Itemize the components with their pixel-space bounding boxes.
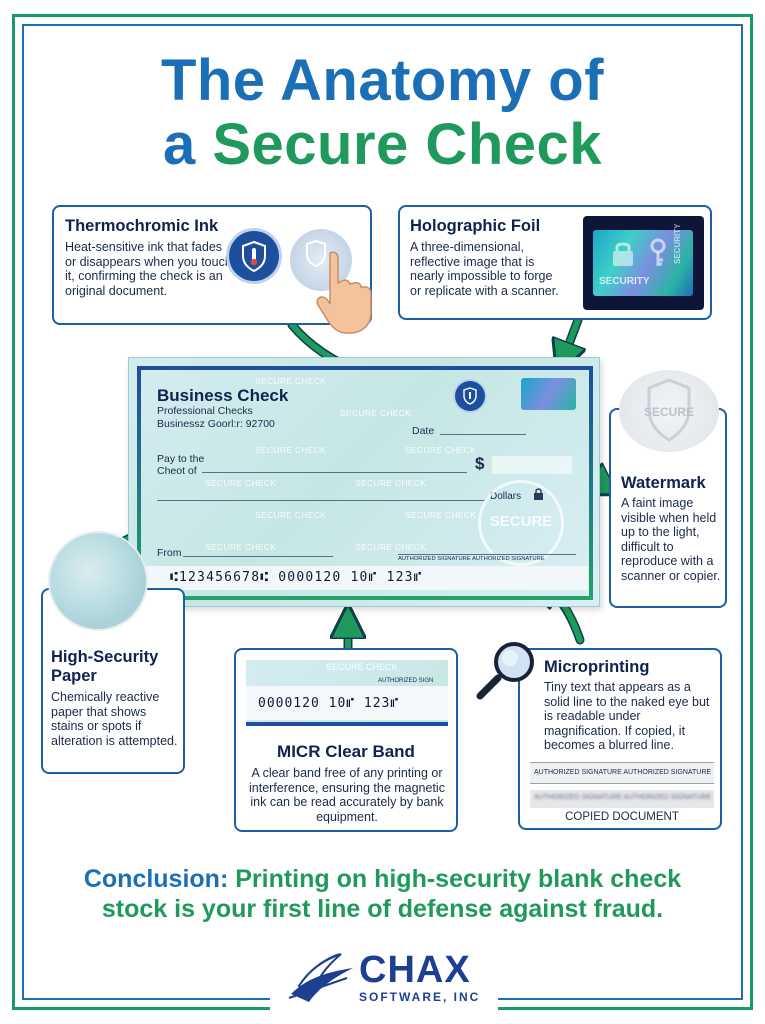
conclusion-label: Conclusion: [83, 865, 229, 893]
signature-line [398, 554, 576, 555]
page-title-line2: a Secure Check [0, 114, 765, 176]
hologram-label-left: SECURITY [599, 276, 650, 287]
check-dollar-sign: $ [475, 454, 485, 473]
conclusion-text-1: Printing on high-security blank check [228, 865, 682, 893]
paper-box: High-Security Paper Chemically reactive … [41, 588, 185, 774]
check-watermark-text: SECURE CHECK [205, 478, 277, 488]
watermark-seal-icon: SECURE [619, 370, 719, 452]
check-watermark-text: SECURE CHECK [355, 542, 427, 552]
check-watermark-seal: SECURE [478, 480, 564, 566]
page-title-line1: The Anatomy of [160, 48, 605, 113]
thermometer-shield-icon [229, 231, 279, 281]
check-date-label: Date [412, 425, 435, 437]
hologram-image: SECURITY SECURITY [583, 216, 704, 310]
amount-box [492, 456, 572, 474]
micr-sample-band [246, 686, 448, 720]
check-title: Business Check [157, 386, 289, 405]
micr-text: A clear band free of any printing or int… [249, 766, 445, 824]
micr-sample-signature: AUTHORIZED SIGN [378, 678, 434, 684]
microprint-blur-text: AUTHORIZED SIGNATURE AUTHORIZED SIGNATUR… [534, 794, 712, 801]
micr-sample-watermark: SECURE CHECK [326, 662, 398, 672]
holographic-heading: Holographic Foil [410, 217, 541, 235]
payee-line [202, 472, 467, 473]
hologram-label-right: SECURITY [673, 223, 682, 264]
check-watermark-text: SECURE CHECK [205, 542, 277, 552]
from-line [183, 556, 333, 557]
check-signature-microprint: AUTHORIZED SIGNATURE AUTHORIZED SIGNATUR… [398, 556, 545, 562]
paper-texture-icon [50, 533, 146, 629]
check-watermark-text: SECURE CHECK [405, 510, 477, 520]
page-title-highlight: Secure Check [212, 112, 603, 177]
holographic-box: Holographic Foil A three-dimensional, re… [398, 205, 712, 320]
microprint-clear-sample: AUTHORIZED SIGNATURE AUTHORIZED SIGNATUR… [530, 762, 714, 784]
watermark-text: A faint image visible when held up to th… [621, 496, 721, 583]
paper-text: Chemically reactive paper that shows sta… [51, 690, 178, 748]
watermark-seal-text: SECURE [643, 405, 694, 419]
micr-sample: SECURE CHECK AUTHORIZED SIGN 0000120 10⑈… [246, 660, 448, 726]
thermochromic-box: Thermochromic Ink Heat-sensitive ink tha… [52, 205, 372, 334]
check-watermark-text: SECURE CHECK [340, 408, 412, 418]
check-watermark-text: SECURE CHECK [255, 510, 327, 520]
key-icon [650, 238, 666, 266]
magnifying-glass-icon [476, 642, 534, 700]
hand-pointer-icon [316, 251, 372, 334]
thermochromic-heading: Thermochromic Ink [65, 217, 219, 235]
check-pay-label: Pay to the Cheot of [157, 453, 205, 477]
check-from-label: From [157, 547, 182, 559]
check-watermark-text: SECURE CHECK [405, 445, 477, 455]
microprint-clear-text: AUTHORIZED SIGNATURE AUTHORIZED SIGNATUR… [534, 769, 712, 776]
micr-band [141, 566, 588, 590]
copied-document-label: COPIED DOCUMENT [565, 811, 679, 823]
conclusion-line2: stock is your first line of defense agai… [101, 895, 664, 923]
date-line [440, 434, 526, 435]
amount-words-line [157, 500, 485, 501]
watermark-heading: Watermark [621, 474, 706, 492]
conclusion-line1: Conclusion: Printing on high-security bl… [0, 864, 765, 894]
micr-sample-numbers: 0000120 10⑈ 123⑈ [258, 696, 400, 711]
check-watermark-text: SECURE CHECK [355, 478, 427, 488]
micr-heading: MICR Clear Band [277, 742, 415, 761]
logo-subtitle: SOFTWARE, INC [359, 990, 481, 1004]
paper-heading: High-Security Paper [51, 648, 159, 685]
check-seal-text: SECURE [489, 513, 553, 530]
check-thermo-icon [455, 381, 485, 411]
page-title-prefix: a [162, 112, 213, 177]
logo-name: CHAX [359, 949, 471, 991]
micr-box: SECURE CHECK AUTHORIZED SIGN 0000120 10⑈… [234, 648, 458, 832]
chax-logo-mark [288, 953, 353, 1002]
check-hologram [521, 378, 576, 410]
padlock-icon [613, 242, 633, 266]
check-watermark-text: SECURE CHECK [255, 445, 327, 455]
microprinting-heading: Microprinting [544, 658, 650, 676]
microprint-blur-sample: AUTHORIZED SIGNATURE AUTHORIZED SIGNATUR… [530, 790, 714, 808]
check-watermark-text: SECURE CHECK [255, 376, 327, 386]
microprinting-box: Microprinting Tiny text that appears as … [518, 648, 722, 830]
microprinting-text: Tiny text that appears as a solid line t… [544, 680, 710, 752]
check-company-line1: Professional Checks [157, 405, 253, 417]
holographic-text: A three-dimensional, reflective image th… [410, 240, 559, 298]
check-company-line2: Businessz Goorl:r: 92700 [157, 418, 275, 430]
logo-backing [270, 940, 498, 1020]
check-micr-line: ⑆123456678⑆ 0000120 10⑈ 123⑈ [170, 570, 423, 585]
thermochromic-text: Heat-sensitive ink that fades or disappe… [65, 240, 232, 298]
